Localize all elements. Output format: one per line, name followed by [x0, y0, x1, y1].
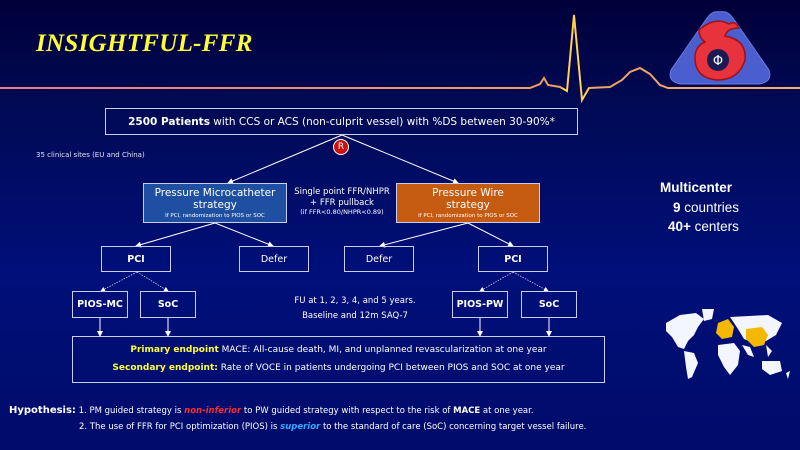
h1-text-a: 1. PM guided strategy is [75, 406, 185, 416]
soc-left-node: SoC [140, 291, 196, 318]
pm-arm-subtitle: If PCI, randomization to PIOS or SOC [165, 212, 265, 219]
connector-pci-soc-right [512, 271, 549, 292]
pressure-wire-arm: Pressure Wire strategy If PCI, randomiza… [396, 183, 540, 223]
centers-count: 40+ centers [660, 217, 739, 237]
randomization-badge: R [333, 139, 349, 155]
pressure-microcatheter-arm: Pressure Microcatheter strategy If PCI, … [143, 183, 287, 223]
secondary-endpoint-label: Secondary endpoint: [112, 362, 218, 373]
primary-endpoint-label: Primary endpoint [130, 345, 219, 356]
pios-mc-node: PIOS-MC [72, 291, 128, 318]
countries-label: countries [680, 199, 740, 215]
connector-to-pm [227, 134, 343, 184]
connector-pm-defer [214, 222, 274, 247]
followup-line1: FU at 1, 2, 3, 4, and 5 years. [294, 296, 416, 306]
soc-right-node: SoC [521, 291, 577, 318]
society-logo: Φ [669, 11, 771, 85]
hypothesis-label: Hypothesis: [9, 405, 76, 416]
connector-pci-pios-mc [100, 271, 138, 292]
measurement-line1: Single point FFR/NHPR [294, 187, 390, 197]
measurement-note: Single point FFR/NHPR + FFR pullback (if… [290, 187, 394, 216]
centers-number: 40+ [668, 219, 691, 235]
secondary-endpoint: Secondary endpoint: Rate of VOCE in pati… [112, 360, 564, 377]
primary-endpoint-text: MACE: All-cause death, MI, and unplanned… [218, 345, 547, 356]
hypothesis-section: Hypothesis: 1. PM guided strategy is non… [9, 402, 586, 435]
hypothesis-1: Hypothesis: 1. PM guided strategy is non… [9, 402, 586, 420]
h1-text-c: at one year. [480, 406, 534, 416]
world-map-icon [666, 309, 790, 379]
secondary-endpoint-text: Rate of VOCE in patients undergoing PCI … [217, 362, 565, 373]
svg-text:Φ: Φ [713, 54, 723, 69]
population-count: 2500 Patients [128, 115, 210, 128]
population-box: 2500 Patients with CCS or ACS (non-culpr… [105, 108, 578, 135]
primary-endpoint: Primary endpoint MACE: All-cause death, … [130, 342, 546, 359]
multicenter-heading: Multicenter [660, 180, 733, 195]
multicenter-summary: Multicenter 9 countries 40+ centers [660, 178, 739, 237]
followup-line2: Baseline and 12m SAQ-7 [302, 311, 408, 322]
defer-left-node: Defer [239, 246, 309, 272]
slide-title: INSIGHTFUL-FFR [36, 30, 253, 57]
defer-right-node: Defer [344, 246, 414, 272]
pios-pw-node: PIOS-PW [452, 291, 508, 318]
connector-pci-pios-pw [479, 271, 514, 292]
centers-label: centers [690, 219, 739, 235]
ecg-trace-decoration [0, 14, 800, 104]
followup-note: FU at 1, 2, 3, 4, and 5 years. Baseline … [260, 294, 450, 325]
measurement-line2: + FFR pullback [310, 197, 374, 208]
pci-left-node: PCI [101, 246, 171, 272]
population-criteria: with CCS or ACS (non-culprit vessel) wit… [209, 115, 555, 128]
countries-number: 9 [673, 199, 681, 215]
connector-to-pw [341, 134, 459, 184]
endpoints-box: Primary endpoint MACE: All-cause death, … [72, 336, 605, 383]
pm-arm-title2: strategy [193, 198, 237, 211]
h2-emphasis: superior [280, 422, 321, 432]
pw-arm-subtitle: If PCI, randomization to PIOS or SOC [418, 212, 518, 219]
pci-right-node: PCI [478, 246, 548, 272]
pm-arm-title: Pressure Microcatheter [154, 186, 276, 199]
pw-arm-title2: strategy [446, 198, 490, 211]
pw-arm-title: Pressure Wire [432, 186, 504, 199]
connector-pci-soc-left [136, 271, 169, 292]
h2-text-b: to the standard of care (SoC) concerning… [320, 422, 587, 432]
countries-count: 9 countries [660, 198, 739, 218]
measurement-line3: (if FFR<0.80/NHPR<0.89) [300, 208, 384, 217]
h1-text-b: to PW guided strategy with respect to th… [241, 406, 454, 416]
h1-bold: MACE [453, 406, 481, 416]
sites-note: 35 clinical sites (EU and China) [36, 151, 145, 159]
h1-emphasis: non-inferior [184, 406, 242, 416]
connector-pm-pci [135, 222, 216, 248]
hypothesis-2: 2. The use of FFR for PCI optimization (… [9, 420, 586, 435]
connector-pw-defer [379, 222, 469, 248]
connector-pw-pci [467, 222, 514, 247]
h2-text-a: 2. The use of FFR for PCI optimization (… [79, 422, 281, 432]
